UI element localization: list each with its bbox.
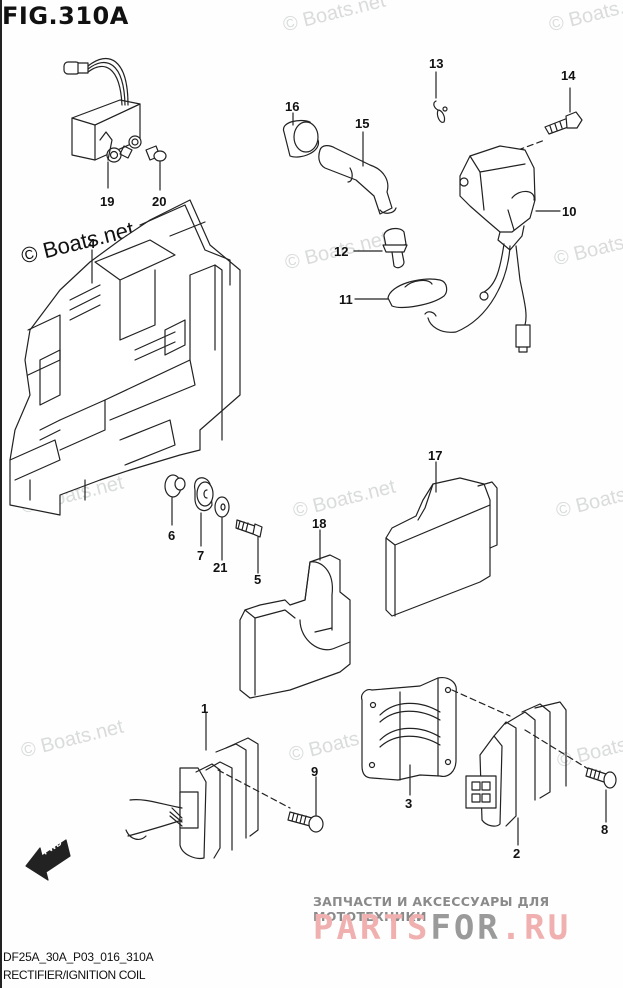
part-9-bolt[interactable] [288, 812, 323, 832]
part-2-regulator[interactable] [466, 702, 566, 826]
figure-code: DF25A_30A_P03_016_310A [3, 950, 154, 964]
callout-1[interactable]: 1 [201, 701, 209, 716]
callout-5[interactable]: 5 [254, 572, 262, 587]
callout-7[interactable]: 7 [197, 548, 205, 563]
part-8-bolt[interactable] [586, 768, 616, 788]
ad-tagline: ЗАПЧАСТИ И АКСЕССУАРЫ ДЛЯ МОТОТЕХНИКИ [313, 894, 550, 924]
part-7-grommet[interactable] [195, 478, 213, 511]
callout-18[interactable]: 18 [312, 516, 327, 531]
fwd-arrow-icon [26, 840, 70, 880]
part-10-ignition-coil[interactable] [425, 146, 535, 352]
part-20-screw[interactable] [146, 146, 166, 161]
part-16-cover[interactable] [283, 120, 318, 157]
part-1-rectifier[interactable] [126, 738, 258, 858]
callout-20[interactable]: 20 [152, 194, 167, 209]
part-21-washer[interactable] [215, 497, 229, 517]
part-17-cdi-unit[interactable] [386, 478, 497, 616]
callout-13[interactable]: 13 [429, 56, 444, 71]
ad-logo-ru: .RU [500, 908, 572, 948]
callout-2[interactable]: 2 [513, 846, 521, 861]
callout-15[interactable]: 15 [355, 116, 370, 131]
figure-title: FIG.310A [2, 2, 129, 30]
part-13-clip[interactable] [434, 101, 447, 122]
callout-12[interactable]: 12 [334, 244, 349, 259]
assembly-line-14 [518, 140, 545, 150]
part-4-electric-parts-holder[interactable] [10, 200, 240, 515]
callout-6[interactable]: 6 [168, 528, 176, 543]
part-19-starter-relay[interactable] [64, 58, 141, 162]
assembly-line-2 [525, 730, 590, 770]
callout-14[interactable]: 14 [561, 68, 576, 83]
part-5-bolt[interactable] [236, 520, 262, 537]
callout-19[interactable]: 19 [100, 194, 115, 209]
assembly-line-3 [452, 690, 510, 716]
callout-4[interactable]: 4 [88, 236, 96, 251]
figure-name: RECTIFIER/IGNITION COIL [3, 968, 146, 982]
part-12-cap[interactable] [383, 229, 407, 268]
callout-21[interactable]: 21 [213, 560, 228, 575]
callout-3[interactable]: 3 [405, 796, 413, 811]
callout-9[interactable]: 9 [311, 764, 319, 779]
callout-11[interactable]: 11 [339, 292, 353, 307]
assembly-line-1 [218, 770, 290, 808]
ad-logo-parts: PARTS [313, 908, 431, 948]
ad-logo[interactable]: PARTSFOR.RU [313, 908, 571, 948]
ad-logo-for: FOR [430, 908, 501, 948]
part-6-collar[interactable] [165, 475, 185, 497]
callout-10[interactable]: 10 [562, 204, 577, 219]
callout-16[interactable]: 16 [285, 99, 300, 114]
part-3-bracket[interactable] [362, 678, 457, 780]
part-14-bolt[interactable] [545, 112, 582, 134]
part-18-cushion[interactable] [240, 555, 350, 698]
callout-8[interactable]: 8 [601, 822, 609, 837]
callout-17[interactable]: 17 [428, 448, 443, 463]
part-15-plug-cap[interactable] [319, 146, 396, 214]
part-11-grommet[interactable] [388, 279, 447, 307]
